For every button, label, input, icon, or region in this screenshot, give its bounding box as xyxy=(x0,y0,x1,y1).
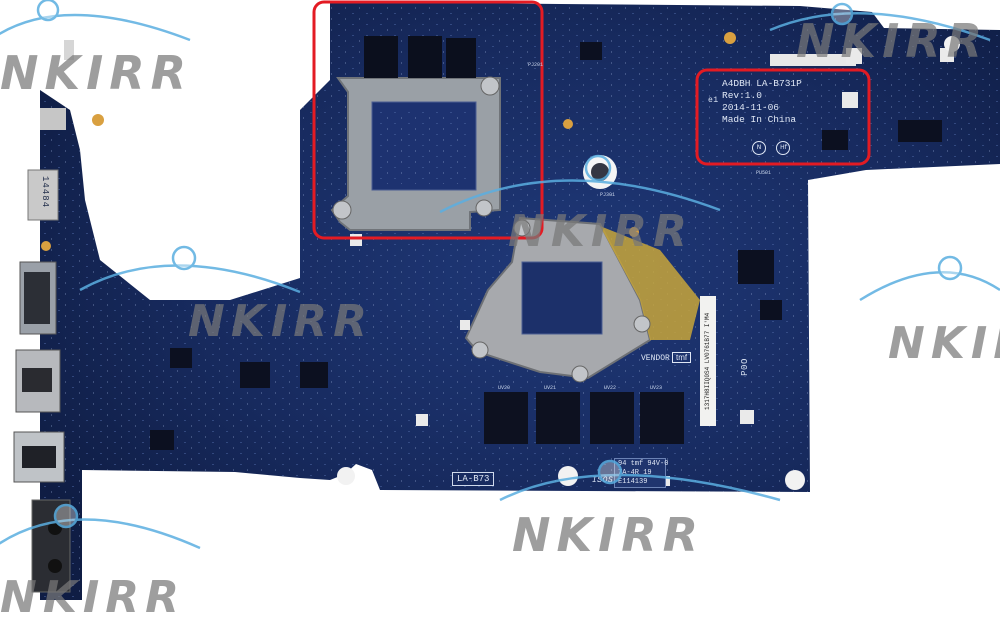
watermark-text: NKIRR xyxy=(188,296,374,347)
usb-port xyxy=(27,169,59,221)
memory-chip xyxy=(536,392,580,444)
chip-label: UV20 xyxy=(498,385,511,391)
board-model-label: LA-B73 xyxy=(452,472,495,486)
tag-line: 94 tmf 94V-0 xyxy=(618,460,669,468)
gpu-area-highlight xyxy=(312,0,544,240)
chip-label: PU501 xyxy=(756,170,772,176)
audio-jack xyxy=(31,499,71,593)
watermark-text: NKIRR xyxy=(512,508,705,562)
board-label-line: Made In China xyxy=(722,114,797,125)
memory-chip xyxy=(484,392,528,444)
vram-chip xyxy=(364,36,398,78)
port-code: 14484 xyxy=(40,176,50,209)
board-label-line: 2014-11-06 xyxy=(722,102,780,113)
watermark-text: NKIRR xyxy=(0,572,186,623)
memory-chip xyxy=(590,392,634,444)
memory-chip xyxy=(640,392,684,444)
chip-label: PJ201 xyxy=(528,62,544,68)
board-label: A4DBH LA-B731P Rev:1.0 2014-11-06 Made I… xyxy=(722,78,852,126)
cpu-chip xyxy=(521,261,603,335)
vendor-label: VENDOR xyxy=(641,354,670,363)
certification-tag: 94 tmf 94V-0 7A-4R 19 E114139 xyxy=(614,458,669,488)
chip-label: UV22 xyxy=(604,385,617,391)
compliance-mark: N xyxy=(752,141,766,155)
vram-chip xyxy=(446,38,476,78)
watermark-text: NKIRR xyxy=(888,318,1000,369)
vram-chip xyxy=(408,36,442,78)
watermark-text: NKIRR xyxy=(0,46,193,100)
vendor-value: tmf xyxy=(672,352,692,363)
watermark-text: NKIRR xyxy=(796,14,989,68)
compliance-mark: e1 xyxy=(708,96,719,105)
board-label-line: Rev:1.0 xyxy=(722,90,762,101)
chip-label: UV21 xyxy=(544,385,557,391)
chip-label: PJ301 xyxy=(600,192,616,198)
chip-label: UV23 xyxy=(650,385,663,391)
tag-line: E114139 xyxy=(618,478,648,486)
board-label-line: A4DBH LA-B731P xyxy=(722,78,802,89)
compliance-marks: N Hf xyxy=(752,136,796,155)
watermark-text: NKIRR xyxy=(508,206,694,257)
compliance-mark: Hf xyxy=(776,141,791,155)
tag-line: 7A-4R 19 xyxy=(618,469,652,477)
label-area-highlight xyxy=(695,68,871,166)
